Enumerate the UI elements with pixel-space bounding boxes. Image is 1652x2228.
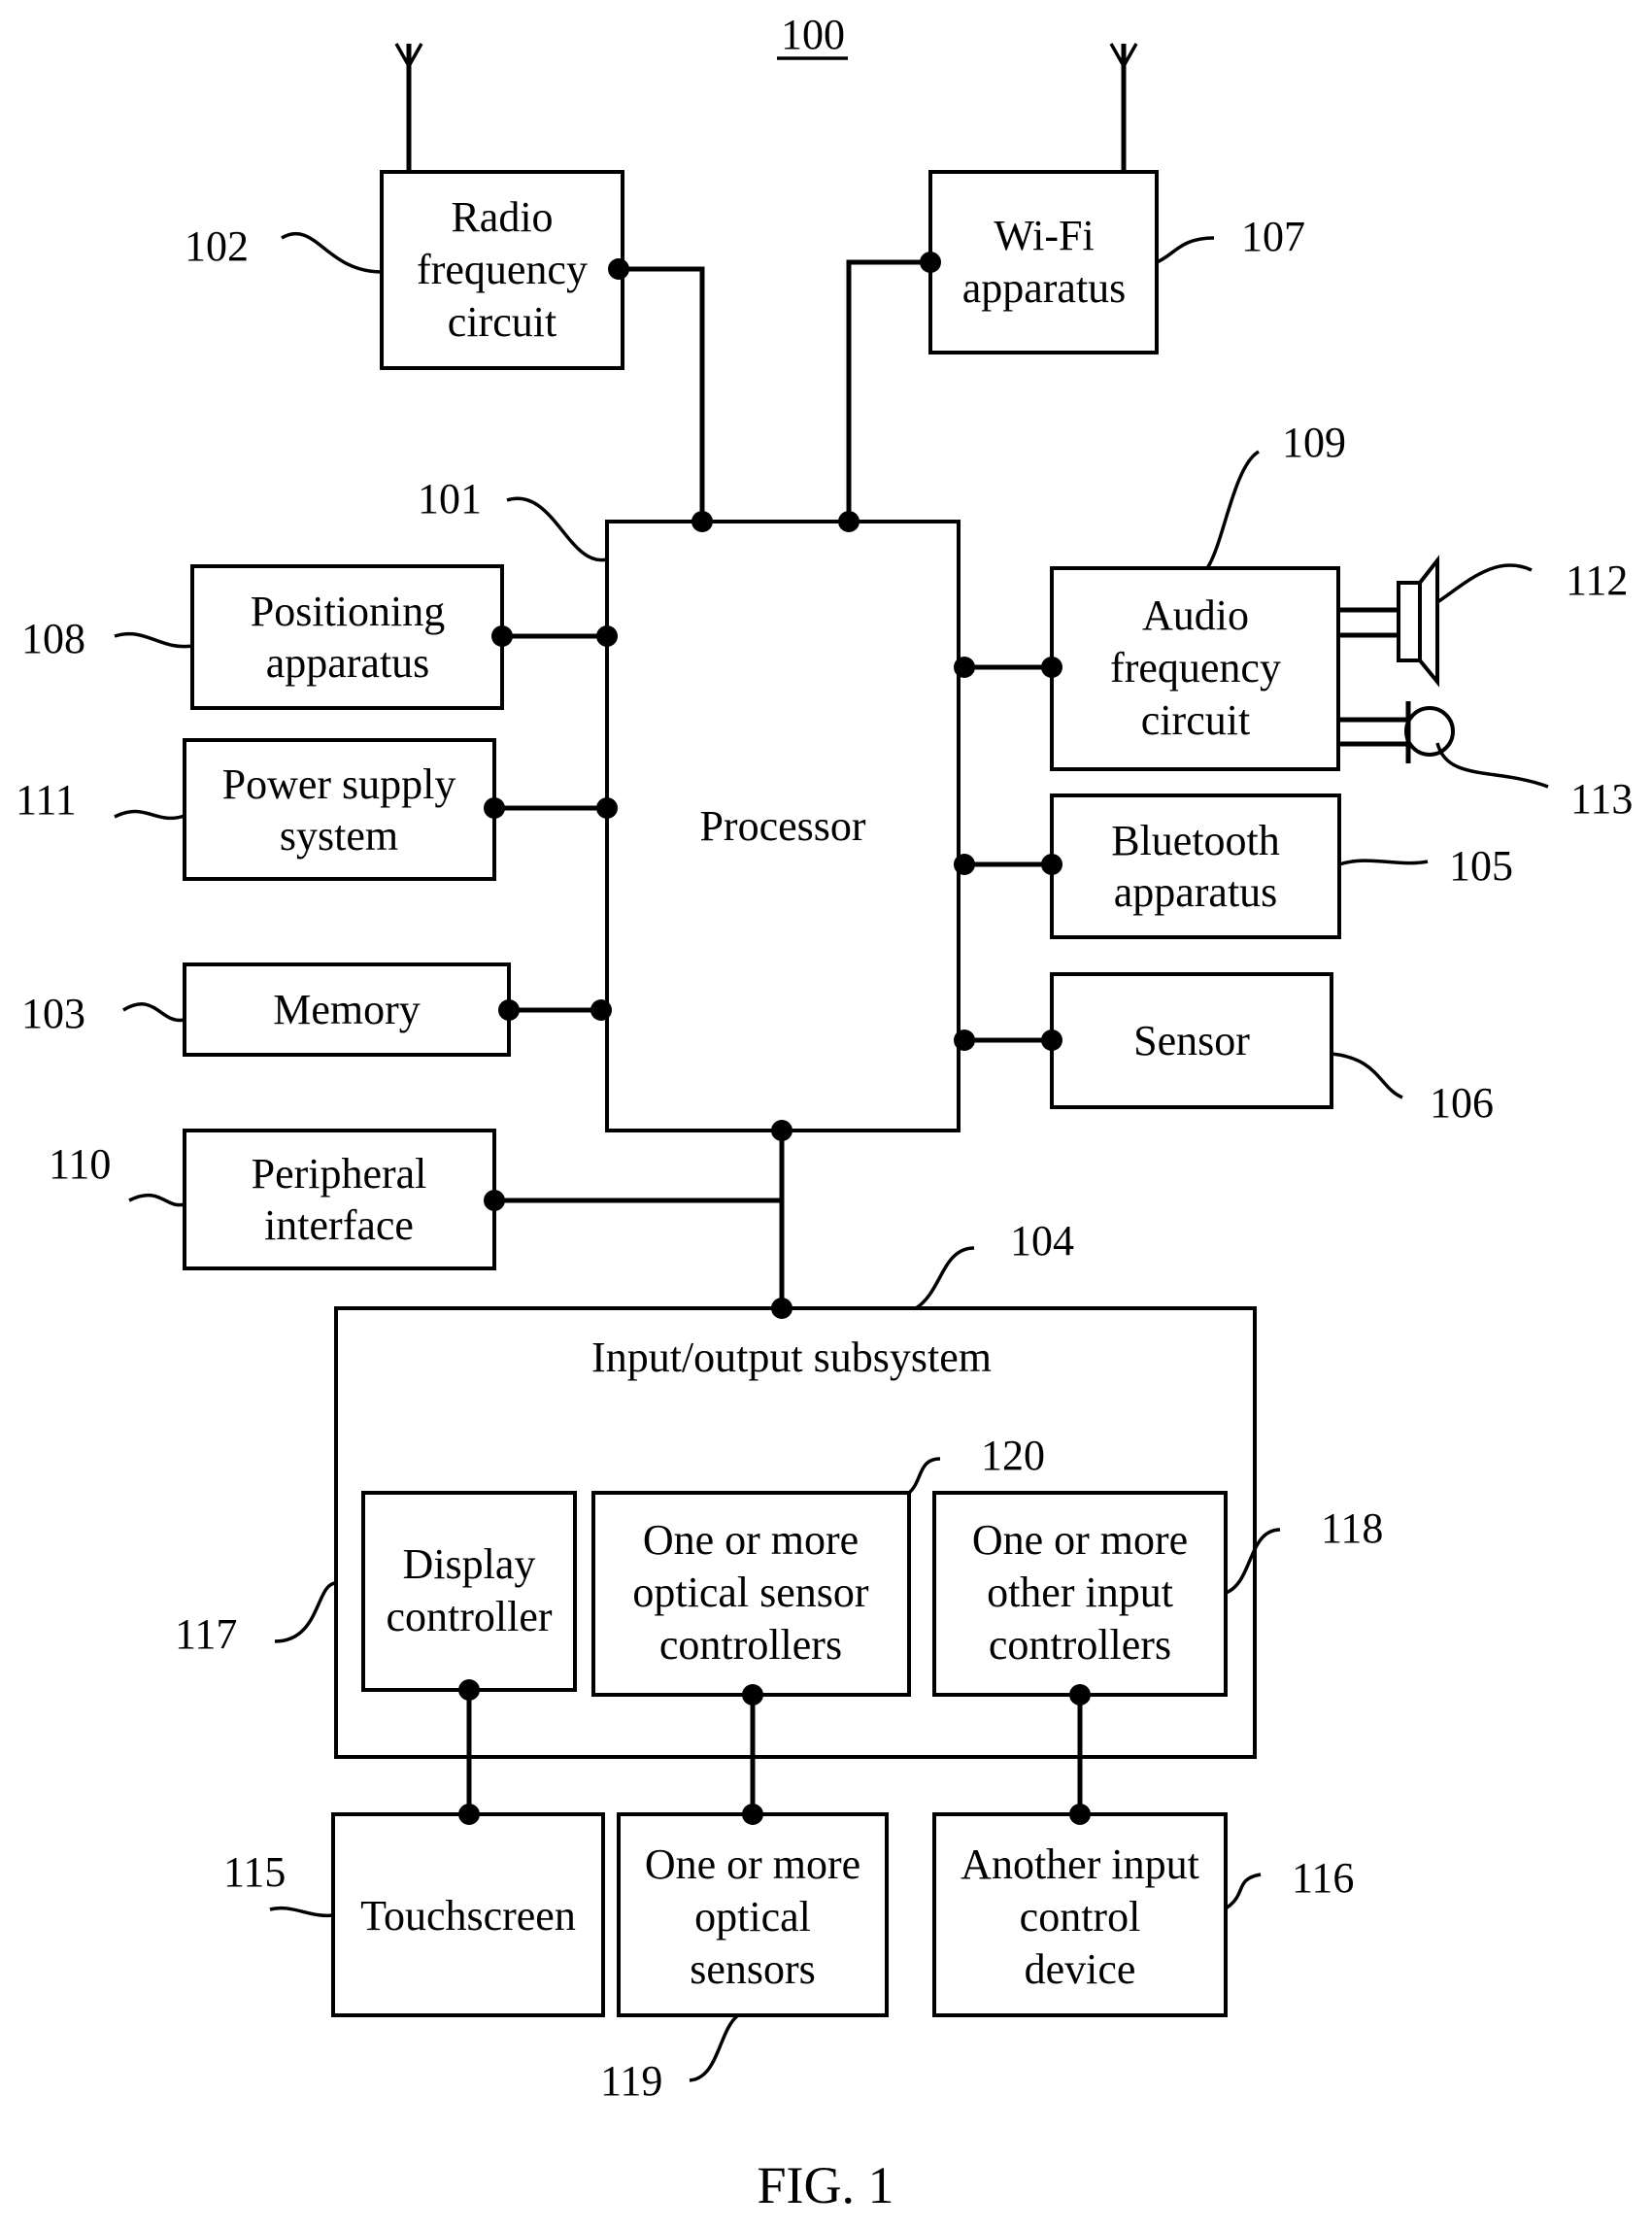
another-input-control-device-label-1: Another input <box>961 1840 1199 1888</box>
display-controller-label-1: Display <box>403 1540 536 1588</box>
bluetooth-apparatus-label-1: Bluetooth <box>1111 817 1280 864</box>
io-subsystem-label: Input/output subsystem <box>591 1333 992 1381</box>
audio-frequency-circuit-label-1: Audio <box>1142 591 1249 639</box>
other-input-controllers-block: One or more other input controllers <box>934 1493 1226 1695</box>
speaker-icon <box>1338 560 1437 682</box>
wifi-apparatus-label-1: Wi-Fi <box>994 212 1094 259</box>
positioning-apparatus-label-2: apparatus <box>266 639 430 687</box>
audio-frequency-circuit-label-3: circuit <box>1141 696 1250 744</box>
ref-103: 103 <box>21 990 85 1037</box>
figure-number: 100 <box>781 11 845 58</box>
optical-sensor-controllers-label-1: One or more <box>643 1516 859 1564</box>
radio-frequency-circuit-label-1: Radio <box>451 193 553 241</box>
other-input-controllers-label-2: other input <box>987 1569 1173 1616</box>
ref-120: 120 <box>981 1432 1045 1479</box>
ref-111: 111 <box>16 776 77 824</box>
radio-frequency-circuit-label-3: circuit <box>448 298 556 346</box>
ref-118: 118 <box>1321 1504 1383 1552</box>
other-input-controllers-label-3: controllers <box>989 1621 1171 1669</box>
audio-frequency-circuit-label-2: frequency <box>1110 644 1281 692</box>
positioning-apparatus-block: Positioning apparatus <box>192 566 502 708</box>
ref-108: 108 <box>21 615 85 662</box>
optical-sensor-controllers-block: One or more optical sensor controllers <box>593 1493 909 1695</box>
touchscreen-block: Touchscreen <box>333 1814 603 2015</box>
optical-sensor-controllers-label-2: optical sensor <box>632 1569 869 1616</box>
ref-119: 119 <box>600 2057 662 2105</box>
ref-112: 112 <box>1566 557 1628 604</box>
ref-101: 101 <box>418 475 482 523</box>
wifi-apparatus-label-2: apparatus <box>962 264 1127 312</box>
another-input-control-device-label-2: control <box>1020 1893 1141 1941</box>
ref-113: 113 <box>1570 775 1633 823</box>
positioning-apparatus-label-1: Positioning <box>251 588 446 635</box>
bluetooth-apparatus-block: Bluetooth apparatus <box>1052 795 1339 937</box>
ref-107: 107 <box>1241 213 1305 260</box>
power-supply-system-label-1: Power supply <box>222 760 456 808</box>
ref-105: 105 <box>1449 842 1513 890</box>
another-input-control-device-label-3: device <box>1025 1945 1136 1993</box>
peripheral-interface-block: Peripheral interface <box>185 1131 494 1268</box>
wifi-antenna-icon <box>1111 44 1136 172</box>
peripheral-interface-label-1: Peripheral <box>252 1150 427 1198</box>
ref-109: 109 <box>1282 419 1346 466</box>
optical-sensors-block: One or more optical sensors <box>619 1814 887 2015</box>
ref-110: 110 <box>49 1140 111 1188</box>
ref-117: 117 <box>175 1610 237 1658</box>
rf-antenna-icon <box>396 44 421 172</box>
processor-label: Processor <box>699 802 865 850</box>
other-input-controllers-label-1: One or more <box>972 1516 1188 1564</box>
optical-sensors-label-1: One or more <box>645 1840 860 1888</box>
radio-frequency-circuit-label-2: frequency <box>417 246 588 293</box>
ref-104: 104 <box>1010 1217 1074 1265</box>
processor-block: Processor <box>607 522 959 1131</box>
ref-115: 115 <box>223 1848 286 1896</box>
wifi-apparatus-block: Wi-Fi apparatus <box>930 172 1157 353</box>
microphone-icon <box>1338 701 1453 763</box>
figure-caption: FIG. 1 <box>757 2156 893 2214</box>
touchscreen-label: Touchscreen <box>360 1892 576 1940</box>
another-input-control-device-block: Another input control device <box>934 1814 1226 2015</box>
power-supply-system-label-2: system <box>280 812 398 860</box>
audio-frequency-circuit-block: Audio frequency circuit <box>1052 568 1338 769</box>
optical-sensors-label-3: sensors <box>690 1945 816 1993</box>
ref-106: 106 <box>1430 1079 1494 1127</box>
optical-sensor-controllers-label-3: controllers <box>659 1621 842 1669</box>
display-controller-block: Display controller <box>363 1493 575 1690</box>
memory-block: Memory <box>185 964 509 1055</box>
sensor-block: Sensor <box>1052 974 1332 1107</box>
peripheral-interface-label-2: interface <box>264 1201 414 1249</box>
memory-label: Memory <box>273 986 421 1033</box>
radio-frequency-circuit-block: Radio frequency circuit <box>382 172 623 368</box>
bluetooth-apparatus-label-2: apparatus <box>1114 868 1278 916</box>
ref-102: 102 <box>185 222 249 270</box>
optical-sensors-label-2: optical <box>694 1893 811 1941</box>
sensor-label: Sensor <box>1133 1017 1250 1064</box>
power-supply-system-block: Power supply system <box>185 740 494 879</box>
ref-116: 116 <box>1292 1854 1354 1902</box>
display-controller-label-2: controller <box>386 1593 552 1640</box>
